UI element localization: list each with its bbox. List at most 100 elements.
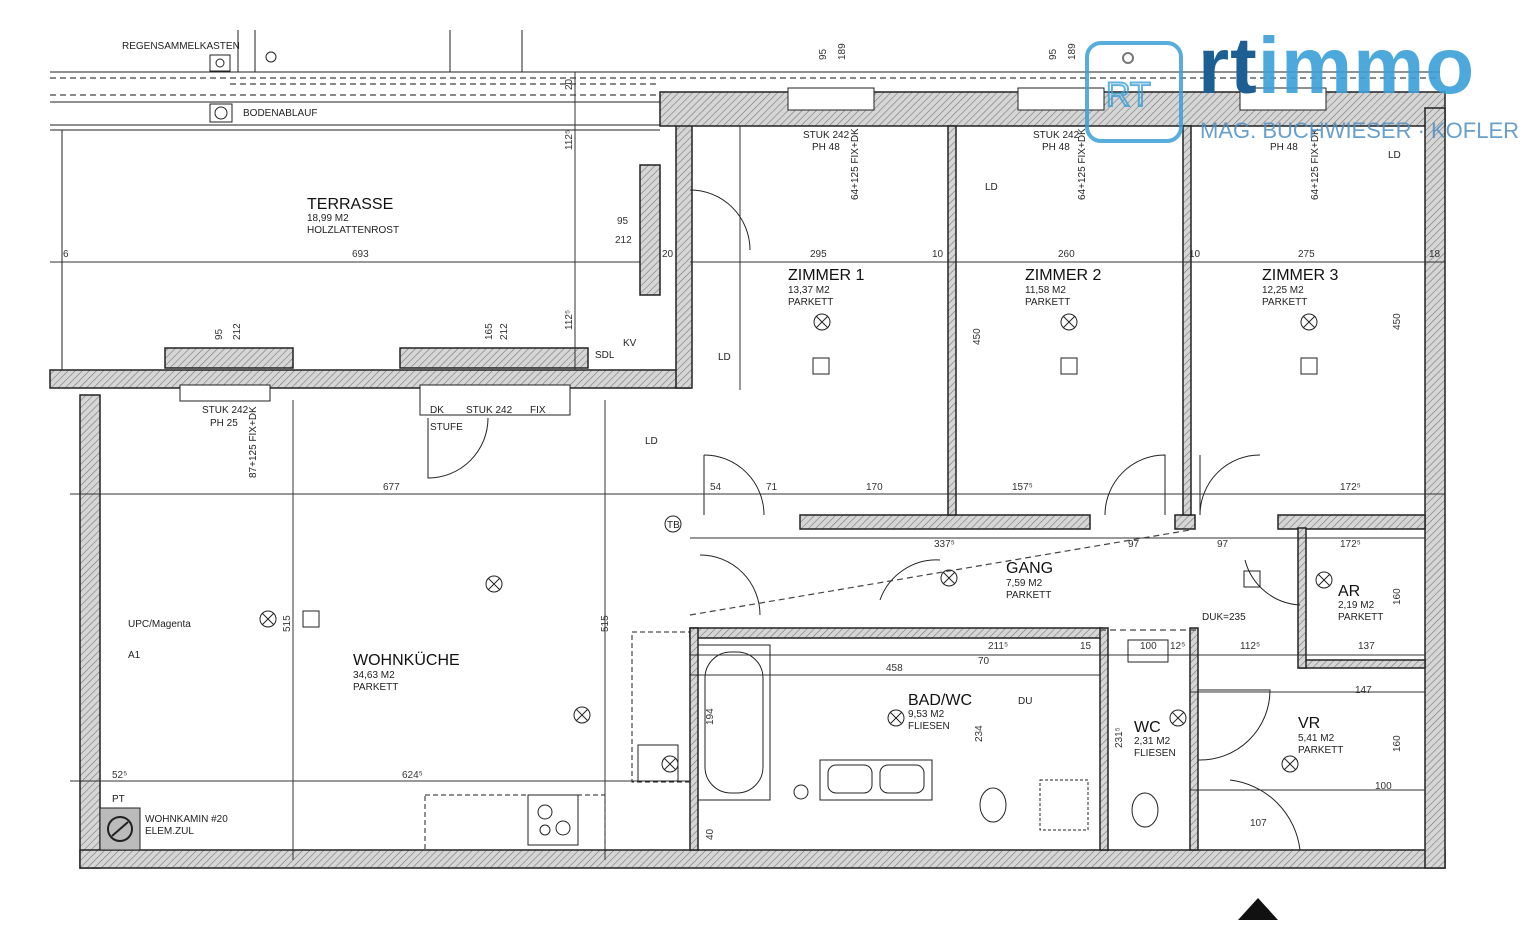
room-floor: PARKETT	[788, 297, 833, 308]
smoke-detector-icon	[812, 357, 830, 375]
room-bad-wc: BAD/WC 9,53 M2 FLIESEN	[908, 692, 972, 732]
windows	[179, 87, 1327, 416]
label-fix: FIX	[530, 405, 546, 416]
dimension: 212	[499, 323, 510, 340]
dimension: 693	[352, 249, 369, 260]
room-ar: AR 2,19 M2 PARKETT	[1338, 583, 1383, 623]
room-area: 2,19 M2	[1338, 600, 1375, 611]
label-du: DU	[1018, 696, 1032, 707]
room-floor: PARKETT	[1006, 590, 1051, 601]
label-window-fix: 64+125 FIX+DK	[1077, 128, 1088, 200]
smoke-detector-icon	[302, 610, 320, 628]
dimension: 172⁵	[1340, 539, 1361, 550]
room-zimmer-3: ZIMMER 3 12,25 M2 PARKETT	[1262, 267, 1339, 308]
dimension: 337⁵	[934, 539, 955, 550]
label-kv: KV	[623, 338, 637, 349]
light-icon	[1300, 313, 1318, 331]
room-floor: FLIESEN	[908, 721, 950, 732]
logo-part-immo: immo	[1257, 21, 1476, 110]
label-window-ph: PH 48	[1042, 142, 1070, 153]
label-ld: LD	[645, 436, 658, 447]
label-elem: ELEM.ZUL	[145, 826, 194, 837]
logo-part-rt: rt	[1198, 21, 1258, 110]
dimension: 15	[1080, 641, 1092, 652]
label-dk: DK	[430, 405, 444, 416]
dimension: 6	[63, 249, 69, 260]
dimension: 212	[232, 323, 243, 340]
room-name: WC	[1134, 719, 1161, 736]
label-window: STUK 242	[803, 130, 850, 141]
light-icon	[661, 755, 679, 773]
label-window-fix: 64+125 FIX+DK	[850, 128, 861, 200]
label-window-fix: 64+125 FIX+DK	[1310, 128, 1321, 200]
dimension: 211⁵	[988, 641, 1008, 652]
dimension: 40	[705, 828, 716, 840]
room-name: ZIMMER 2	[1025, 267, 1102, 284]
bathtub	[697, 644, 809, 801]
logo-wordmark: rtimmo	[1198, 26, 1475, 106]
room-area: 2,31 M2	[1134, 736, 1171, 747]
double-sink	[819, 759, 933, 801]
dimension: 450	[1392, 313, 1403, 330]
dimension: 172⁵	[1340, 482, 1361, 493]
label-tb: TB	[667, 520, 680, 531]
dimension-lines	[70, 72, 1445, 860]
label-regensammelkasten: REGENSAMMELKASTEN	[122, 41, 240, 52]
light-icon	[485, 575, 503, 593]
room-floor: FLIESEN	[1134, 748, 1176, 759]
room-name: ZIMMER 3	[1262, 267, 1339, 284]
dimension: 231⁵	[1114, 727, 1125, 748]
dimension: 18	[1429, 249, 1441, 260]
room-floor: PARKETT	[1338, 612, 1383, 623]
dimension: 212	[615, 235, 632, 246]
dimension: 137	[1358, 641, 1375, 652]
label-window-ph: PH 25	[210, 418, 238, 429]
room-name: BAD/WC	[908, 692, 972, 709]
light-icon	[940, 569, 958, 587]
smoke-detectors	[302, 357, 1318, 628]
dimension: 170	[866, 482, 883, 493]
room-floor: PARKETT	[1025, 297, 1070, 308]
label-window: STUK 242	[1033, 130, 1080, 141]
bodenablauf-icon	[209, 103, 233, 123]
dimension: 157⁵	[1012, 482, 1033, 493]
dimension: 52⁵	[112, 770, 127, 781]
dimension: 20	[662, 249, 674, 260]
label-bodenablauf: BODENABLAUF	[243, 108, 317, 119]
annotations: REGENSAMMELKASTEN BODENABLAUF UPC/Magent…	[112, 41, 1401, 837]
room-floor: HOLZLATTENROST	[307, 225, 399, 236]
dimension: 194	[705, 708, 716, 725]
light-icon	[887, 709, 905, 727]
dimension: 107	[1250, 818, 1267, 829]
label-stufe: STUFE	[430, 422, 463, 433]
dimension: 160	[1392, 735, 1403, 752]
dimension: 112⁵	[564, 310, 575, 330]
ceiling-line	[689, 529, 1191, 616]
room-zimmer-2: ZIMMER 2 11,58 M2 PARKETT	[1025, 267, 1102, 308]
dimension: 189	[1067, 43, 1078, 60]
room-name: GANG	[1006, 560, 1053, 577]
label-duk: DUK=235	[1202, 612, 1246, 623]
room-floor: PARKETT	[1298, 745, 1343, 756]
room-terrasse: TERRASSE 18,99 M2 HOLZLATTENROST	[307, 196, 399, 236]
room-wc: WC 2,31 M2 FLIESEN	[1134, 719, 1176, 759]
dimension: 295	[810, 249, 827, 260]
room-floor: PARKETT	[353, 682, 398, 693]
dimension: 95	[1048, 48, 1059, 60]
dimension: 95	[214, 328, 225, 340]
label-a1: A1	[128, 650, 141, 661]
dimension: 54	[710, 482, 722, 493]
light-icon	[813, 313, 831, 331]
ceiling-lights	[259, 313, 1333, 773]
label-upc: UPC/Magenta	[128, 619, 191, 630]
dimension: 147	[1355, 685, 1372, 696]
dimension: 100	[1140, 641, 1157, 652]
room-area: 7,59 M2	[1006, 578, 1043, 589]
dimension: 677	[383, 482, 400, 493]
walls	[49, 91, 1446, 869]
dimension: 458	[886, 663, 903, 674]
dimension: 234	[974, 725, 985, 742]
label-ld: LD	[718, 352, 731, 363]
regensammelkasten-icon	[209, 54, 231, 72]
